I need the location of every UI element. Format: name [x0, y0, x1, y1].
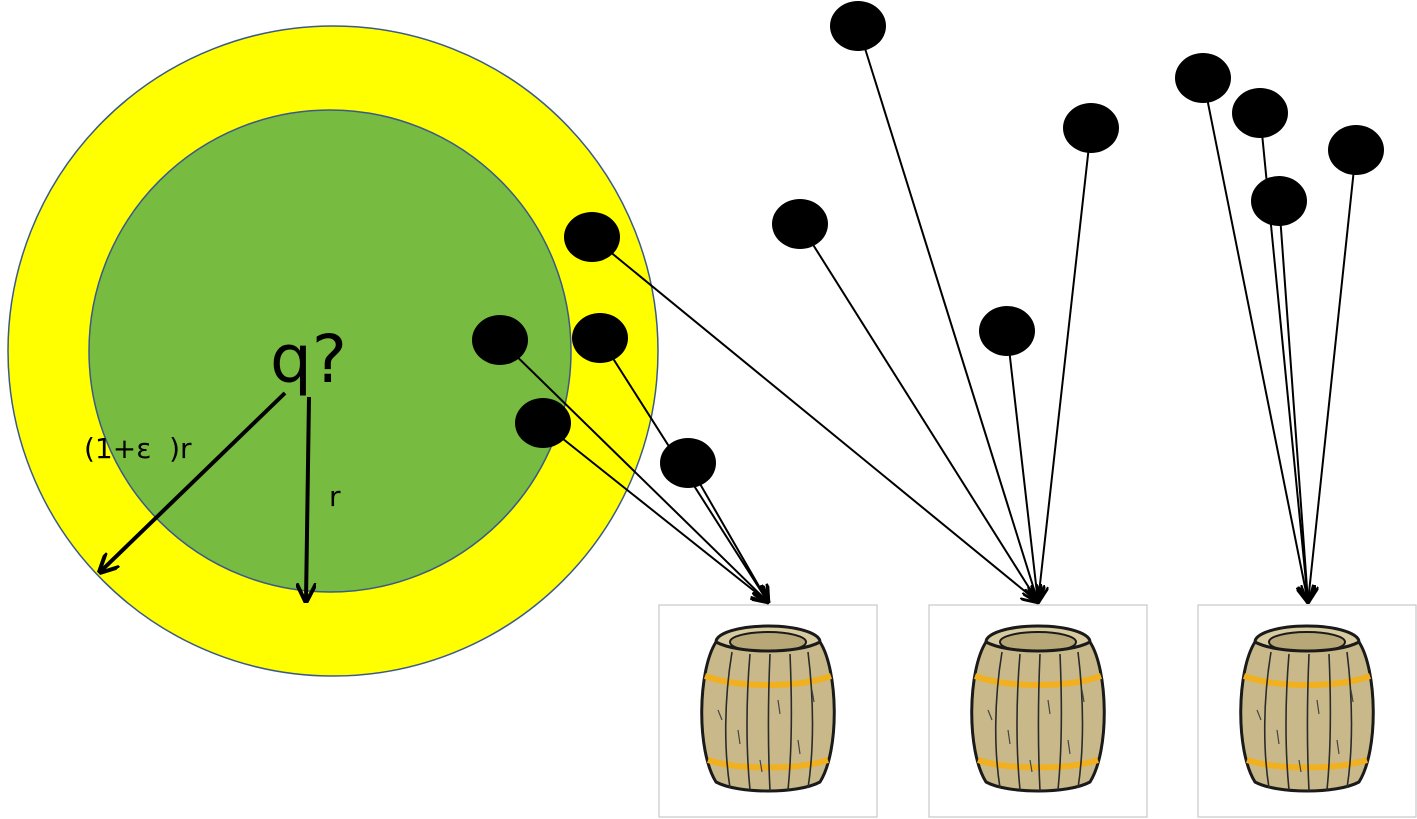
- edge-p8-b2: [1006, 330, 1038, 602]
- point-p5: [564, 212, 620, 262]
- point-p1: [472, 315, 528, 365]
- bucket-2: [928, 604, 1148, 818]
- point-p3: [572, 313, 628, 363]
- barrel-icon: [1241, 626, 1374, 791]
- inner-radius-arrow: [306, 396, 309, 601]
- query-label: q?: [270, 321, 347, 398]
- outer-radius-arrow: [100, 391, 287, 572]
- edge-p9-b2: [1038, 127, 1092, 602]
- edge-p10-b3: [1202, 77, 1308, 602]
- point-p7: [830, 1, 886, 51]
- point-p2: [515, 398, 571, 448]
- edge-p2-b1: [542, 422, 768, 602]
- inner-green-disc: [88, 109, 572, 593]
- edge-p6-b2: [799, 223, 1038, 602]
- edge-p13-b3: [1308, 149, 1357, 602]
- edge-p1-b1: [499, 339, 768, 602]
- barrel-icon: [972, 626, 1105, 791]
- data-points: [472, 1, 1384, 488]
- edge-p12-b3: [1278, 200, 1308, 602]
- point-p6: [772, 199, 828, 249]
- point-p12: [1251, 176, 1307, 226]
- point-p4: [660, 438, 716, 488]
- bucket-1: [658, 604, 878, 818]
- point-p10: [1175, 53, 1231, 103]
- barrel-icon: [702, 626, 835, 791]
- point-p13: [1328, 125, 1384, 175]
- point-p11: [1232, 88, 1288, 138]
- point-p9: [1063, 103, 1119, 153]
- point-p8: [979, 306, 1035, 356]
- edge-p4-b1: [687, 462, 768, 602]
- outer-radius-label: (1+ε )r: [84, 432, 192, 465]
- edge-p5-b2: [591, 236, 1038, 602]
- inner-radius-label: r: [329, 480, 341, 513]
- edge-p7-b2: [857, 25, 1038, 602]
- bucket-3: [1197, 604, 1417, 818]
